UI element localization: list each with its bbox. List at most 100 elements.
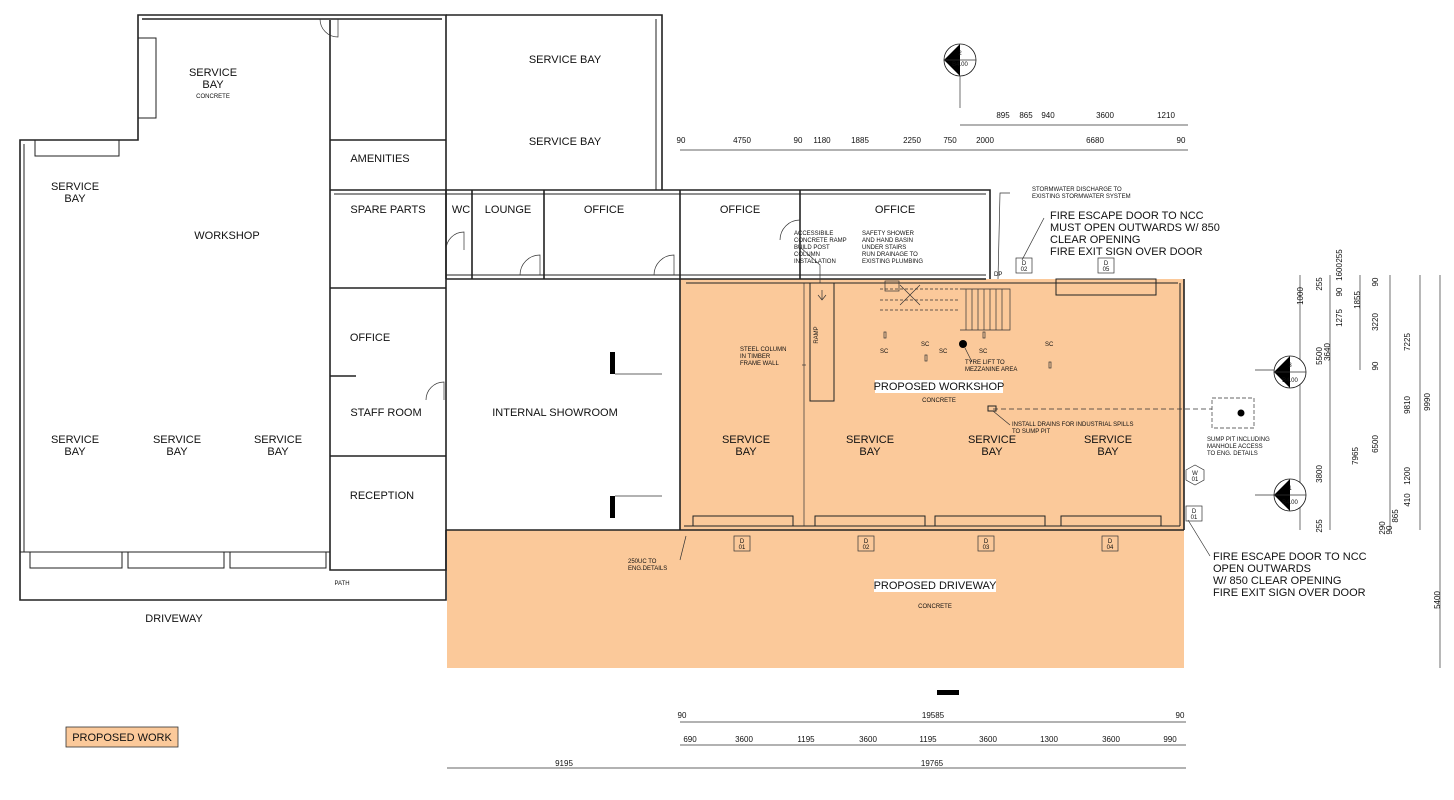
proposed-workshop-label: PROPOSED WORKSHOP: [874, 381, 1005, 393]
plan-text: COLUMN: [794, 252, 820, 258]
room-label: WC: [452, 204, 470, 216]
plan-text: 90: [678, 711, 687, 720]
plan-text: 90: [1176, 711, 1185, 720]
room-label: SERVICE: [1084, 434, 1132, 446]
plan-text: FIRE ESCAPE DOOR TO NCC: [1213, 551, 1367, 563]
proposed-driveway-label: PROPOSED DRIVEWAY: [874, 580, 998, 592]
plan-text: 01: [1191, 515, 1198, 521]
door-tag-boxes: [733, 257, 1205, 552]
room-label: SERVICE BAY: [529, 54, 602, 66]
plan-text: SC: [939, 349, 948, 355]
room-label: BAY: [64, 446, 86, 458]
section-marker-2: [943, 43, 977, 108]
ramp-label: RAMP: [814, 326, 820, 343]
plan-text: 1300: [1040, 735, 1058, 744]
path-label: PATH: [334, 581, 349, 587]
plan-text: 3600: [1102, 735, 1120, 744]
room-label: BAY: [859, 446, 881, 458]
plan-text: DP: [994, 272, 1002, 278]
room-label: OFFICE: [720, 204, 760, 216]
plan-text: 1000: [1296, 287, 1305, 305]
room-label: STAFF ROOM: [350, 407, 421, 419]
plan-text: B4.00: [1282, 378, 1298, 384]
plan-text: 1195: [797, 735, 815, 744]
plan-text: 290: [1378, 521, 1387, 535]
plan-text: D: [1192, 509, 1197, 515]
plan-text: RUN DRAINAGE TO: [862, 252, 918, 258]
plan-text: FIRE EXIT SIGN OVER DOOR: [1050, 246, 1203, 258]
plan-text: MUST OPEN OUTWARDS W/ 850: [1050, 222, 1220, 234]
plan-text: 3640: [1323, 343, 1332, 361]
plan-text: 90: [1335, 287, 1344, 296]
plan-text: 1180: [813, 136, 831, 145]
plan-text: 6500: [1371, 435, 1380, 453]
plan-text: 990: [1163, 735, 1177, 744]
plan-text: 255: [1315, 519, 1324, 533]
plan-text: AND HAND BASIN: [862, 238, 913, 244]
windows: [692, 278, 1162, 527]
plan-text: 90: [1385, 525, 1394, 534]
plan-text: D: [740, 539, 745, 545]
dimension-text: 895 865 940 3600 1210 90 4750 90 1180 18…: [555, 111, 1186, 768]
plan-text: 90: [1371, 277, 1380, 286]
room-label: SERVICE: [189, 67, 237, 79]
plan-text: 2250: [903, 136, 921, 145]
plan-text: 865: [1391, 509, 1400, 523]
proposed-driveway-fill: [447, 530, 1184, 668]
plan-text: 865: [1019, 111, 1033, 120]
room-label: WORKSHOP: [194, 230, 259, 242]
plan-text: 940: [1041, 111, 1055, 120]
plan-text: 90: [794, 136, 803, 145]
legend-swatch: [65, 726, 179, 748]
room-label: SPARE PARTS: [350, 204, 425, 216]
plan-text: 1195: [919, 735, 937, 744]
plan-text: 3800: [1315, 465, 1324, 483]
driveway-label: DRIVEWAY: [145, 613, 203, 625]
plan-text: 1855: [1353, 291, 1362, 309]
plan-text: SUMP PIT INCLUDING: [1207, 437, 1270, 443]
plan-text: TO SUMP PIT: [1012, 429, 1050, 435]
plan-text: 1: [1288, 486, 1292, 492]
plan-text: 90: [1371, 361, 1380, 370]
plan-text: 3600: [1096, 111, 1114, 120]
column-mark: [610, 496, 615, 518]
plan-text: 3600: [859, 735, 877, 744]
plan-text: 9195: [555, 759, 573, 768]
plan-text: UNDER STAIRS: [862, 245, 906, 251]
leader-lines: [679, 192, 1211, 561]
plan-text: 255: [1335, 249, 1344, 263]
room-label: BAY: [64, 193, 86, 205]
plan-text: SAFETY SHOWER: [862, 231, 915, 237]
room-label: SERVICE: [51, 434, 99, 446]
plan-text: INSTALLATION: [794, 259, 836, 265]
room-labels: SERVICE BAY CONCRETE SERVICE BAY SERVICE…: [51, 54, 1132, 625]
sump-pit: [1211, 397, 1255, 429]
plan-text: 5500: [1315, 347, 1324, 365]
plan-text: 3: [1288, 363, 1292, 369]
room-label: SERVICE: [254, 434, 302, 446]
plan-text: 1200: [1403, 467, 1412, 485]
plan-text: FRAME WALL: [740, 361, 779, 367]
plan-text: 4750: [733, 136, 751, 145]
room-label: OFFICE: [875, 204, 915, 216]
room-label: OFFICE: [584, 204, 624, 216]
room-label: SERVICE BAY: [529, 136, 602, 148]
plan-text: 1885: [851, 136, 869, 145]
plan-text: 19765: [921, 759, 944, 768]
tyre-lift-marker: [959, 340, 967, 348]
room-label: BAY: [735, 446, 757, 458]
section-marker-1: [1273, 478, 1307, 512]
plan-text: D: [1022, 261, 1027, 267]
room-label: OFFICE: [350, 332, 390, 344]
plan-text: 2: [958, 51, 962, 57]
plan-text: 2000: [976, 136, 994, 145]
plan-text: D: [984, 539, 989, 545]
door-swings: [319, 18, 801, 401]
plan-text: SC: [979, 349, 988, 355]
plan-text: 690: [683, 735, 697, 744]
plan-text: D: [1108, 539, 1113, 545]
plan-text: ENG.DETAILS: [628, 566, 667, 572]
plan-text: 1600: [1335, 263, 1344, 281]
plan-text: B4.00: [952, 62, 968, 68]
plan-text: 02: [863, 545, 870, 551]
